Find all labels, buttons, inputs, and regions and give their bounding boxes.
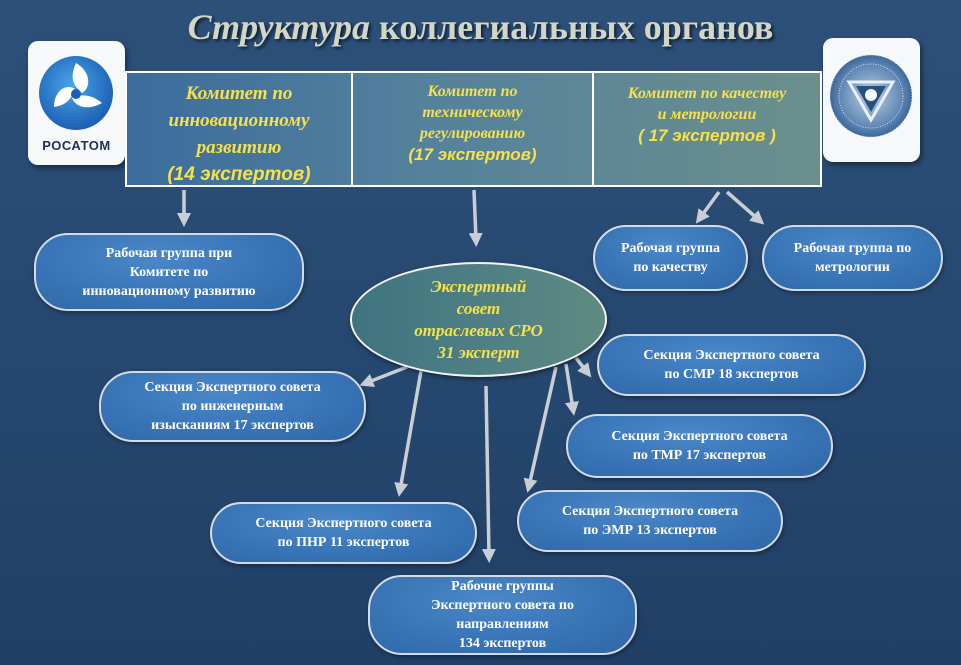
slide-title: Структура коллегиальных органов: [0, 6, 961, 48]
sec-emr-box: Секция Экспертного совета по ЭМР 13 эксп…: [517, 490, 783, 552]
arrow-to-sec-pnr: [394, 370, 423, 497]
sec-emr-line1: Секция Экспертного совета: [561, 504, 739, 519]
wg-quality-line1: Рабочая группа: [620, 241, 721, 256]
expert-council-oval: Экспертный совет отраслевых СРО 31 экспе…: [350, 262, 607, 377]
arrow-to-sec-emr: [523, 366, 558, 493]
committee-innovation-line2: инновационному: [168, 110, 310, 131]
wg-innovation-line1: Рабочая группа при: [105, 245, 233, 261]
committee-innovation: Комитет по инновационному развитию (14 э…: [127, 73, 351, 185]
committees-row: Комитет по инновационному развитию (14 э…: [125, 71, 822, 187]
expert-council-line2: совет: [456, 298, 501, 318]
committee-innovation-count: (14 экспертов): [167, 164, 311, 185]
rosatom-logo-text: РОСАТОМ: [42, 138, 111, 153]
sec-pnr-box: Секция Экспертного совета по ПНР 11 эксп…: [210, 502, 477, 564]
sec-engineering-line1: Секция Экспертного совета: [144, 380, 321, 395]
expert-council-line3: отраслевых СРО: [414, 320, 543, 340]
expert-council-line1: Экспертный: [430, 276, 527, 296]
arrow-to-wg-metrology: [725, 190, 765, 225]
wg-expert-box: Рабочие группы Экспертного совета по нап…: [368, 575, 637, 655]
committee-innovation-line3: развитию: [196, 137, 282, 158]
committee-technical-line3: регулированию: [419, 125, 526, 142]
sec-tmr-line1: Секция Экспертного совета: [611, 429, 788, 444]
committee-technical-line1: Комитет по: [427, 83, 518, 100]
wg-metrology-line2: метрологии: [815, 260, 890, 275]
wg-quality-line2: по качеству: [633, 260, 708, 275]
committee-technical: Комитет по техническому регулированию (1…: [351, 73, 592, 185]
sec-engineering-line2: по инженерным: [181, 399, 284, 414]
title-italic-part: Структура: [187, 7, 371, 47]
wg-innovation-line2: Комитете по: [129, 264, 209, 280]
arrow-to-sec-smr: [574, 356, 592, 378]
rosatom-logo: РОСАТОМ: [28, 41, 125, 165]
arrow-to-wg-expert: [481, 385, 496, 563]
committee-technical-count: (17 экспертов): [408, 145, 537, 164]
committee-quality: Комитет по качеству и метрологии ( 17 эк…: [592, 73, 820, 185]
arrow-to-sec-tmr: [564, 363, 579, 416]
sec-tmr-line2: по ТМР 17 экспертов: [632, 448, 767, 463]
sec-smr-box: Секция Экспертного совета по СМР 18 эксп…: [597, 334, 866, 396]
rosatom-logo-icon: [39, 56, 113, 130]
triangle-emblem: [823, 38, 920, 162]
sec-smr-line2: по СМР 18 экспертов: [664, 367, 799, 382]
wg-expert-line2: Экспертного совета по: [430, 598, 574, 613]
committee-quality-line2: и метрологии: [657, 106, 757, 123]
committee-innovation-line1: Комитет по: [185, 83, 293, 104]
wg-metrology-box: Рабочая группа по метрологии: [762, 225, 943, 291]
sec-engineering-line3: изысканиям 17 экспертов: [151, 418, 314, 433]
wg-innovation-line3: инновационному развитию: [82, 283, 256, 299]
triangle-emblem-icon: [829, 54, 913, 138]
wg-expert-line4: 134 экспертов: [458, 636, 547, 651]
committee-technical-line2: техническому: [422, 104, 523, 121]
sec-smr-line1: Секция Экспертного совета: [643, 348, 820, 363]
arrow-to-sec-engineering: [359, 365, 408, 387]
title-main-part: коллегиальных органов: [370, 7, 774, 47]
sec-engineering-box: Секция Экспертного совета по инженерным …: [99, 371, 366, 442]
sec-tmr-box: Секция Экспертного совета по ТМР 17 эксп…: [566, 414, 833, 478]
wg-innovation-box: Рабочая группа при Комитете по инновацио…: [34, 233, 304, 311]
arrow-to-wg-quality: [695, 190, 721, 224]
wg-quality-box: Рабочая группа по качеству: [593, 225, 748, 291]
wg-metrology-line1: Рабочая группа по: [793, 241, 912, 256]
expert-council-line4: 31 эксперт: [437, 342, 520, 362]
sec-emr-line2: по ЭМР 13 экспертов: [583, 523, 717, 538]
arrow-to-central: [468, 189, 483, 247]
committee-quality-count: ( 17 экспертов ): [638, 126, 776, 145]
sec-pnr-line2: по ПНР 11 экспертов: [277, 535, 410, 550]
wg-expert-line3: направлениям: [456, 617, 549, 632]
wg-expert-line1: Рабочие группы: [451, 579, 554, 594]
committee-quality-line1: Комитет по качеству: [627, 85, 787, 102]
sec-pnr-line1: Секция Экспертного совета: [255, 516, 432, 531]
